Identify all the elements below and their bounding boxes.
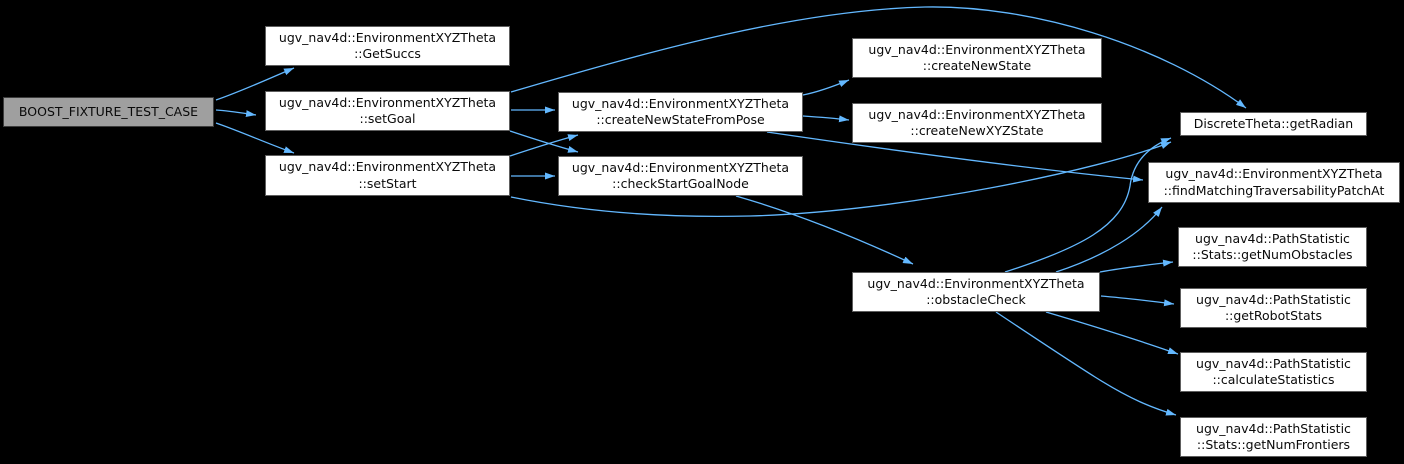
node-label: ugv_nav4d::EnvironmentXYZTheta [571,159,790,175]
node-findmatchingtraversabilitypatchat[interactable]: ugv_nav4d::EnvironmentXYZTheta::findMatc… [1148,162,1400,203]
node-label: BOOST_FIXTURE_TEST_CASE [18,103,199,119]
node-label: ugv_nav4d::PathStatistic [1195,230,1350,246]
node-label: ::checkStartGoalNode [612,176,749,191]
edge-setstart-getradian [510,141,1172,218]
node-label: ::obstacleCheck [926,292,1026,307]
node-label: ugv_nav4d::EnvironmentXYZTheta [278,159,497,174]
edge-boost-getsuccs [215,67,295,101]
node-setgoal[interactable]: ugv_nav4d::EnvironmentXYZTheta::setGoal [265,91,510,131]
node-obstaclecheck[interactable]: ugv_nav4d::EnvironmentXYZTheta::obstacle… [852,272,1100,312]
edge-boost-setgoal [215,109,257,118]
node-calculatestatistics[interactable]: ugv_nav4d::PathStatistic::calculateStati… [1180,352,1367,392]
node-setstart[interactable]: ugv_nav4d::EnvironmentXYZTheta::setStart [265,155,510,196]
node-label: ::calculateStatistics [1212,372,1335,387]
node-label: ::findMatchingTraversabilityPatchAt [1163,182,1385,198]
node-createnewstatefrompose[interactable]: ugv_nav4d::EnvironmentXYZTheta::createNe… [558,92,803,132]
node-getnumfrontiers[interactable]: ugv_nav4d::PathStatistic::Stats::getNumF… [1180,417,1367,457]
edge-obstaclecheck-getnumobstacles [1099,259,1174,273]
edge-obstaclecheck-getrobotstats [1100,295,1175,307]
node-getrobotstats[interactable]: ugv_nav4d::PathStatistic::getRobotStats [1180,288,1367,328]
node-label: ugv_nav4d::EnvironmentXYZTheta [571,95,790,111]
edge-createnewstatefrompose-createnewstate [802,79,850,96]
node-label: ::getRobotStats [1224,308,1323,323]
node-label: ::createNewXYZState [910,123,1044,138]
node-getsuccs[interactable]: ugv_nav4d::EnvironmentXYZTheta::GetSuccs [265,26,510,66]
node-label: ::Stats::getNumFrontiers [1196,437,1351,452]
edge-obstaclecheck-calculatestatistics [1045,311,1179,355]
node-label: ::createNewState [922,58,1032,73]
edge-setstart-createnewstatefrompose [509,134,579,157]
edge-createnewstatefrompose-createnewxyzstate [802,115,850,123]
node-label: DiscreteTheta::getRadian [1193,115,1354,131]
edge-setgoal-checkstartgoalnode [509,130,579,153]
node-getnumobstacles[interactable]: ugv_nav4d::PathStatistic::Stats::getNumO… [1178,227,1367,267]
node-label: ugv_nav4d::EnvironmentXYZTheta [868,41,1086,57]
node-boost-fixture-test-case[interactable]: BOOST_FIXTURE_TEST_CASE [3,97,214,127]
node-label: ugv_nav4d::EnvironmentXYZTheta [867,275,1085,291]
edge-obstaclecheck-findmatching [1055,206,1163,273]
node-label: ugv_nav4d::EnvironmentXYZTheta [868,106,1086,122]
node-checkstartgoalnode[interactable]: ugv_nav4d::EnvironmentXYZTheta::checkSta… [558,156,803,196]
node-label: ugv_nav4d::PathStatistic [1196,355,1351,371]
node-label: ::createNewStateFromPose [596,112,765,127]
node-label: ::setGoal [359,111,416,126]
edge-boost-setstart [215,122,295,154]
node-getradian[interactable]: DiscreteTheta::getRadian [1180,112,1367,136]
edge-createnewstatefrompose-findmatching [766,131,1144,183]
node-label: ugv_nav4d::EnvironmentXYZTheta [278,94,497,110]
node-createnewxyzstate[interactable]: ugv_nav4d::EnvironmentXYZTheta::createNe… [852,103,1102,143]
node-label: ::Stats::getNumObstacles [1192,247,1353,262]
node-label: ugv_nav4d::PathStatistic [1196,420,1351,436]
edge-obstaclecheck-getnumfrontiers [995,311,1177,416]
node-label: ugv_nav4d::PathStatistic [1196,291,1351,307]
edge-setgoal-getradian [510,6,1247,109]
node-createnewstate[interactable]: ugv_nav4d::EnvironmentXYZTheta::createNe… [852,38,1102,78]
node-label: ::setStart [358,175,417,191]
edge-checkstartgoalnode-obstaclecheck [735,195,914,265]
node-label: ugv_nav4d::EnvironmentXYZTheta [278,29,497,45]
edge-obstaclecheck-getradian [1004,137,1172,273]
node-label: ::GetSuccs [354,46,421,61]
node-label: ugv_nav4d::EnvironmentXYZTheta [1165,166,1383,181]
